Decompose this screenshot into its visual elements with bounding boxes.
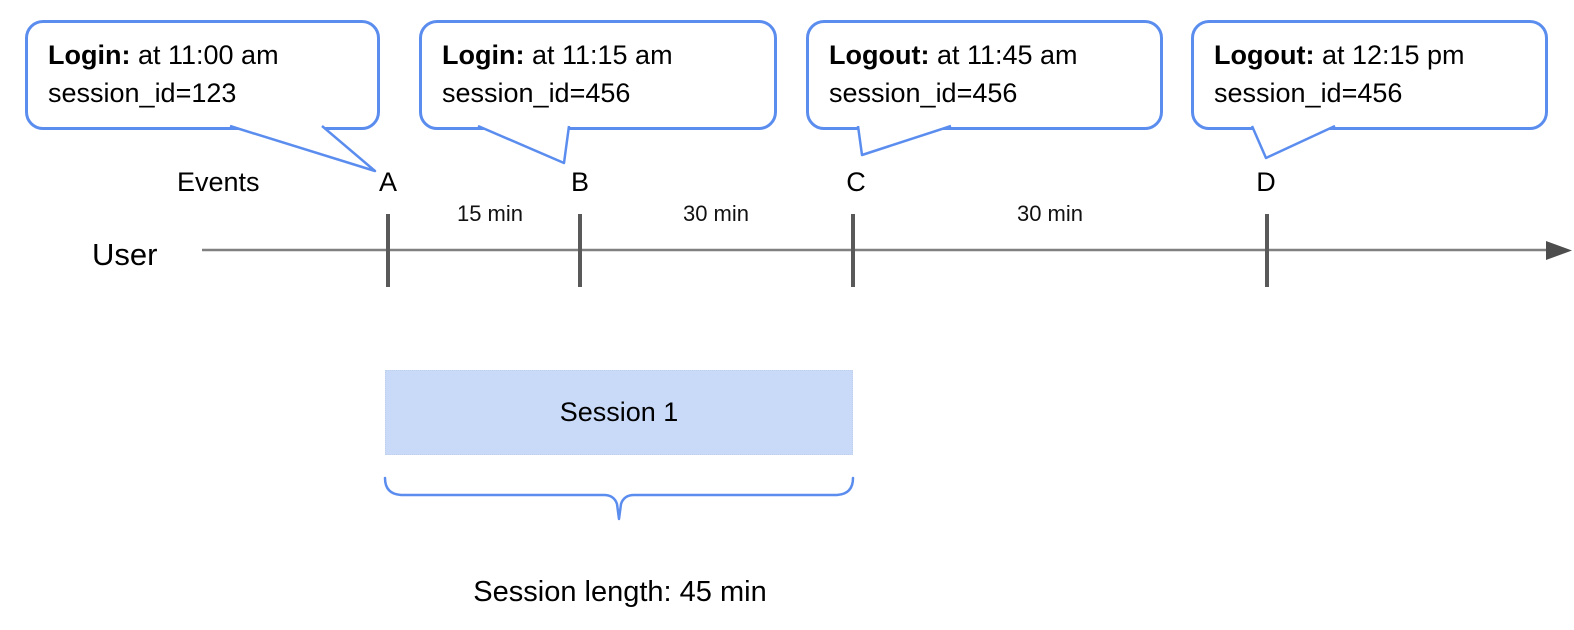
- interval-label-ab: 15 min: [456, 201, 524, 226]
- session-id-text: session_id=123: [48, 78, 237, 108]
- session-id-text: session_id=456: [1214, 78, 1403, 108]
- session-length-caption: Session length: 45 min: [473, 576, 767, 608]
- interval-label-bc: 30 min: [682, 201, 750, 226]
- callout-line1: Login: at 11:15 am: [442, 36, 774, 74]
- session-id-text: session_id=456: [829, 78, 1018, 108]
- event-marker-label-a: A: [378, 167, 398, 197]
- events-axis-label: Events: [177, 167, 260, 197]
- callout-line1: Logout: at 11:45 am: [829, 36, 1160, 74]
- session-1-box: Session 1: [385, 370, 853, 455]
- interval-label-cd: 30 min: [1016, 201, 1084, 226]
- callout-tail-c: [856, 124, 952, 157]
- timeline-arrowhead-icon: [1546, 241, 1572, 260]
- callout-tail-a: [229, 124, 377, 173]
- callout-login-b: Login: at 11:15 am session_id=456: [419, 20, 777, 130]
- event-type-label: Login:: [442, 40, 525, 70]
- event-type-label: Logout:: [1214, 40, 1315, 70]
- callout-logout-d: Logout: at 12:15 pm session_id=456: [1191, 20, 1548, 130]
- session-length-brace: [383, 476, 855, 521]
- callout-logout-c: Logout: at 11:45 am session_id=456: [806, 20, 1163, 130]
- user-lane-label: User: [92, 237, 158, 272]
- event-time-text: at 11:00 am: [130, 40, 279, 70]
- event-marker-label-c: C: [846, 167, 866, 197]
- callout-line1: Logout: at 12:15 pm: [1214, 36, 1545, 74]
- event-time-text: at 12:15 pm: [1314, 40, 1465, 70]
- callout-line1: Login: at 11:00 am: [48, 36, 377, 74]
- event-time-text: at 11:15 am: [524, 40, 673, 70]
- session-1-label: Session 1: [559, 397, 679, 427]
- callout-login-a: Login: at 11:00 am session_id=123: [25, 20, 380, 130]
- callout-tail-d: [1250, 124, 1336, 160]
- event-time-text: at 11:45 am: [929, 40, 1078, 70]
- session-id-text: session_id=456: [442, 78, 631, 108]
- callout-tail-b: [477, 124, 571, 165]
- event-marker-label-d: D: [1256, 167, 1276, 197]
- event-type-label: Login:: [48, 40, 131, 70]
- event-type-label: Logout:: [829, 40, 930, 70]
- event-marker-label-b: B: [570, 167, 590, 197]
